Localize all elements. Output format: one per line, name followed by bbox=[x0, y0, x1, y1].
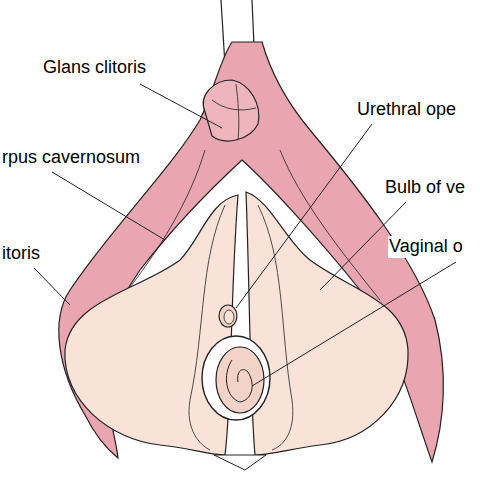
leader-line bbox=[52, 172, 165, 240]
vestibular-bulb bbox=[246, 192, 408, 455]
vaginal-opening bbox=[226, 360, 252, 402]
part-label: rpus cavernosum bbox=[1, 147, 141, 169]
bulb-line bbox=[258, 205, 293, 450]
part-label: Bulb of ve bbox=[384, 177, 466, 199]
vestibular-bulb bbox=[65, 195, 238, 455]
fourchette-shape bbox=[214, 455, 266, 470]
leader-line bbox=[140, 84, 222, 128]
urethral-opening bbox=[224, 310, 234, 324]
vaginal-opening bbox=[216, 347, 264, 413]
leader-line bbox=[236, 124, 372, 308]
glans-line bbox=[236, 84, 239, 140]
glans-line bbox=[212, 100, 256, 110]
vaginal-opening bbox=[202, 336, 270, 420]
glans-shape bbox=[203, 80, 258, 141]
part-label: itoris bbox=[1, 243, 41, 265]
shaft-line bbox=[252, 0, 254, 46]
part-label: Urethral ope bbox=[356, 99, 457, 121]
part-label: Vaginal o bbox=[388, 236, 464, 258]
leader-line bbox=[252, 262, 456, 386]
urethral-opening bbox=[219, 305, 237, 327]
leader-line bbox=[34, 268, 70, 305]
part-label: Glans clitoris bbox=[42, 57, 147, 79]
